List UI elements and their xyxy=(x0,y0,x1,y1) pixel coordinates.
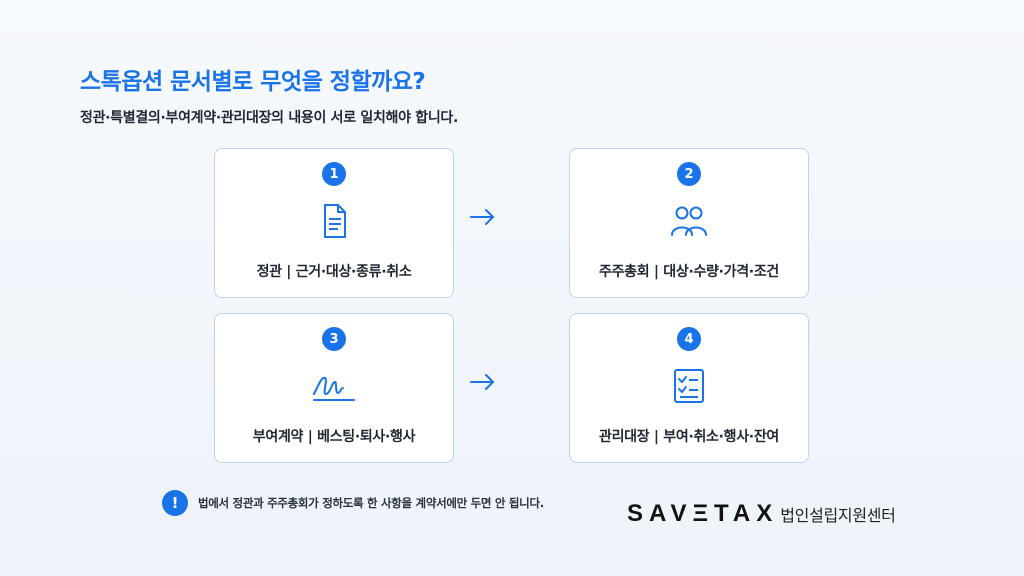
legal-note: 법에서 정관과 주주총회가 정하도록 한 사항을 계약서에만 두면 안 됩니다. xyxy=(198,496,544,510)
arrow-right-icon xyxy=(470,374,494,390)
page-title: 스톡옵션 문서별로 무엇을 정할까요? xyxy=(80,69,426,95)
exclamation-icon: ! xyxy=(162,490,188,516)
card-shareholders-meeting: 2 주주총회 | 대상·수량·가격·조건 xyxy=(569,148,809,298)
step-number-badge: 4 xyxy=(677,327,701,351)
step-number-badge: 3 xyxy=(322,327,346,351)
step-number-badge: 1 xyxy=(322,162,346,186)
signature-icon xyxy=(313,376,355,401)
card-label: 주주총회 | 대상·수량·가격·조건 xyxy=(599,264,779,280)
card-label: 부여계약 | 베스팅·퇴사·행사 xyxy=(252,429,416,445)
card-grant-contract: 3 부여계약 | 베스팅·퇴사·행사 xyxy=(214,313,454,463)
arrow-right-icon xyxy=(470,209,494,225)
step-number-badge: 2 xyxy=(677,162,701,186)
people-icon xyxy=(671,206,707,236)
card-management-ledger: 4 관리대장 | 부여·취소·행사·잔여 xyxy=(569,313,809,463)
document-icon xyxy=(324,204,346,238)
card-label: 정관 | 근거·대상·종류·취소 xyxy=(256,264,412,280)
brand-logo: SAVΞTAX 법인설립지원센터 xyxy=(627,500,896,528)
card-label: 관리대장 | 부여·취소·행사·잔여 xyxy=(599,429,779,445)
brand-logo-mark: SAVΞTAX xyxy=(627,500,779,527)
checklist-icon xyxy=(674,369,704,403)
brand-logo-subtitle: 법인설립지원센터 xyxy=(780,506,896,525)
page-subtitle: 정관·특별결의·부여계약·관리대장의 내용이 서로 일치해야 합니다. xyxy=(80,110,459,126)
card-articles: 1 정관 | 근거·대상·종류·취소 xyxy=(214,148,454,298)
